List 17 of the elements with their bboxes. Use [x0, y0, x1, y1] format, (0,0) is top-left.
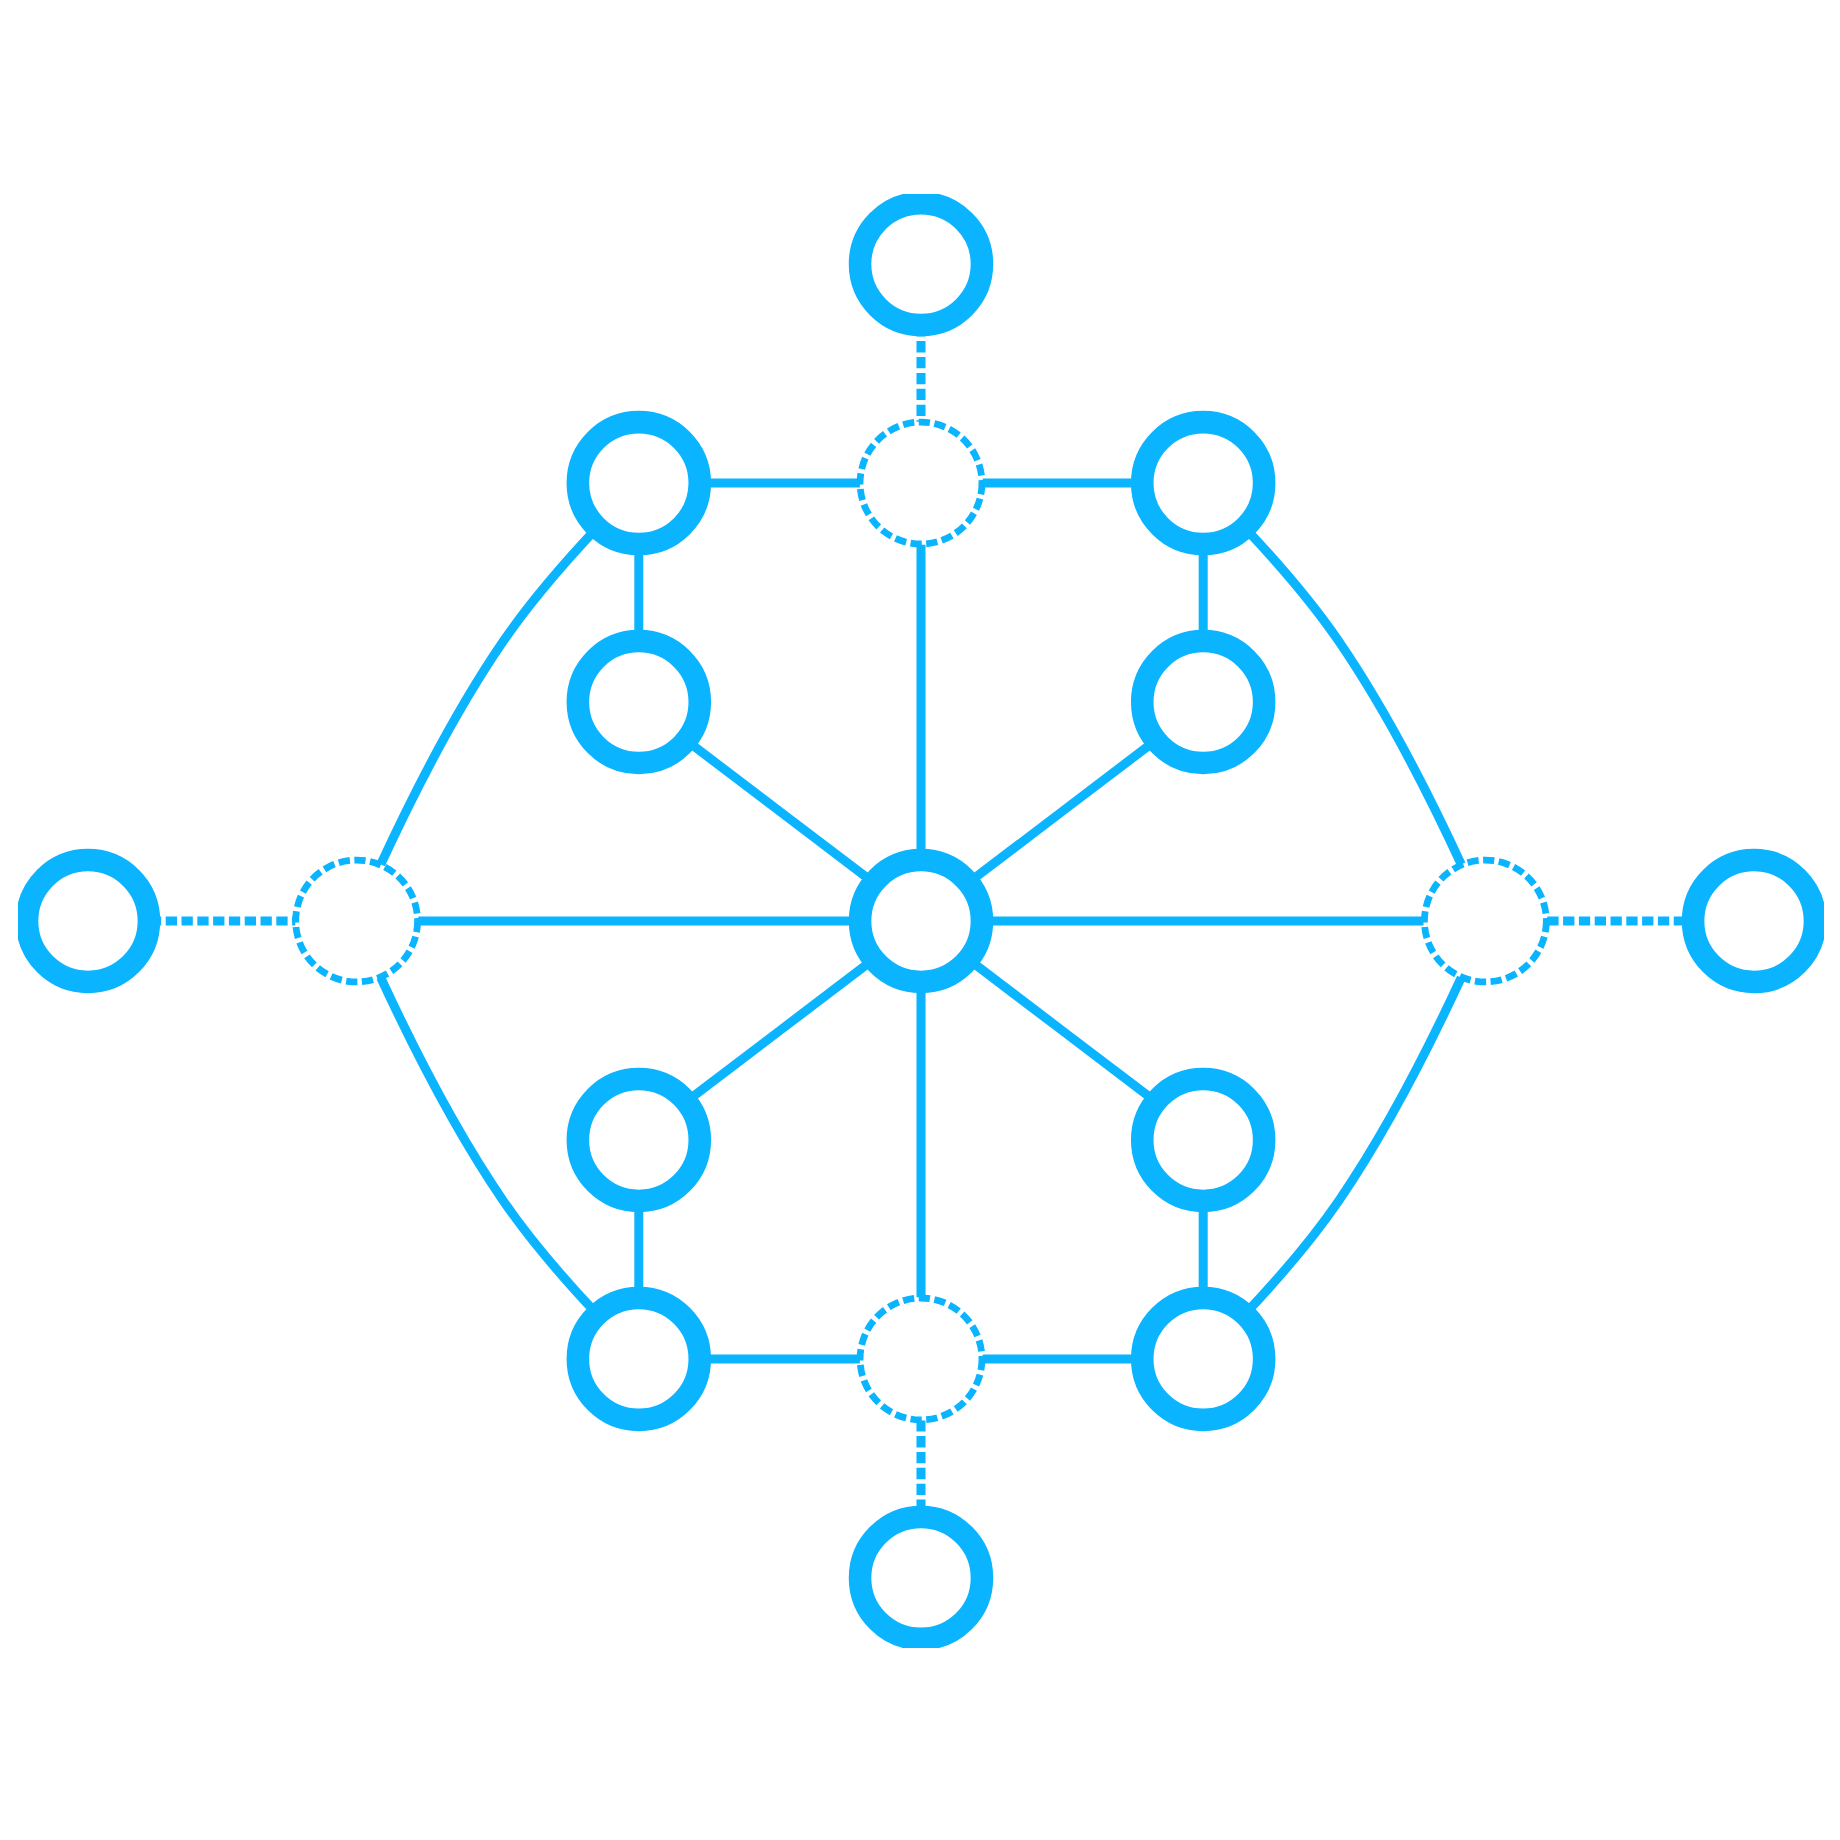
node-circle — [1129, 1285, 1275, 1431]
node-circle — [565, 1285, 711, 1431]
node-circle — [565, 1066, 711, 1212]
node-circle — [847, 847, 993, 993]
node-circle — [847, 193, 993, 336]
node-circle — [855, 417, 985, 547]
node-circle — [291, 855, 420, 985]
node-circle — [1680, 847, 1823, 993]
node-circle — [855, 1293, 985, 1423]
node-circle — [1129, 1066, 1275, 1212]
node-circle — [1129, 628, 1275, 774]
node-circle — [1420, 855, 1549, 985]
node-circle — [847, 1504, 993, 1647]
node-circle — [565, 628, 711, 774]
node-circle — [17, 847, 160, 993]
node-circle — [1129, 409, 1275, 555]
node-circle — [565, 409, 711, 555]
